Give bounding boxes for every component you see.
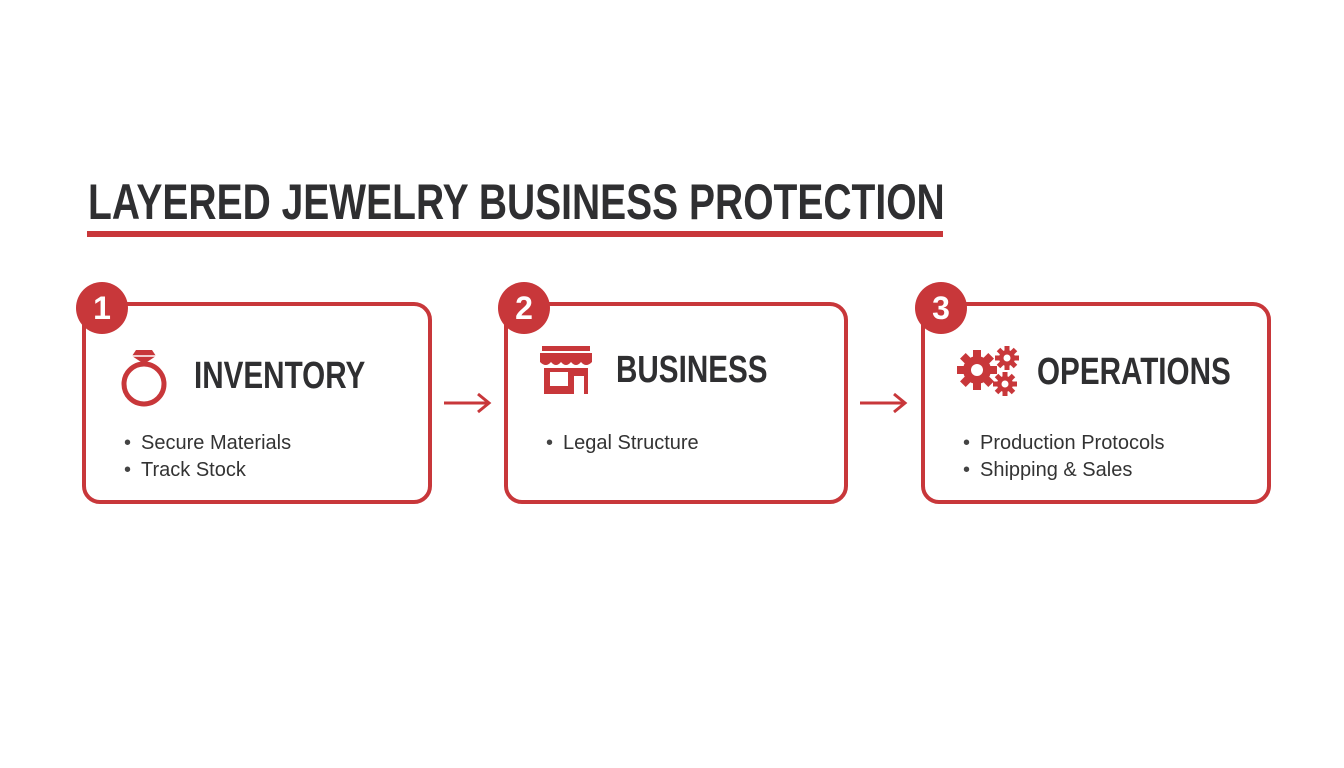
step-number-badge: 3 [915, 282, 967, 334]
step-title: INVENTORY [194, 354, 366, 397]
bullet-item: Production Protocols [963, 430, 1165, 457]
storefront-icon [540, 346, 592, 394]
title-underline [87, 231, 943, 237]
bullet-item: Secure Materials [124, 430, 291, 457]
bullet-list: Secure Materials Track Stock [124, 430, 291, 484]
step-title: BUSINESS [616, 348, 768, 391]
bullet-item: Track Stock [124, 457, 291, 484]
step-card-operations: OPERATIONS Production Protocols Shipping… [921, 302, 1271, 504]
bullet-list: Legal Structure [546, 430, 699, 457]
step-title: OPERATIONS [1037, 350, 1231, 393]
step-card-inventory: INVENTORY Secure Materials Track Stock [82, 302, 432, 504]
ring-icon [121, 350, 167, 407]
page-title: LAYERED JEWELRY BUSINESS PROTECTION [88, 174, 945, 230]
step-card-business: BUSINESS Legal Structure [504, 302, 848, 504]
bullet-item: Shipping & Sales [963, 457, 1165, 484]
step-number-badge: 2 [498, 282, 550, 334]
arrow-right-icon [860, 392, 908, 414]
bullet-list: Production Protocols Shipping & Sales [963, 430, 1165, 484]
bullet-item: Legal Structure [546, 430, 699, 457]
step-number-badge: 1 [76, 282, 128, 334]
arrow-right-icon [444, 392, 492, 414]
gears-icon [957, 346, 1019, 396]
